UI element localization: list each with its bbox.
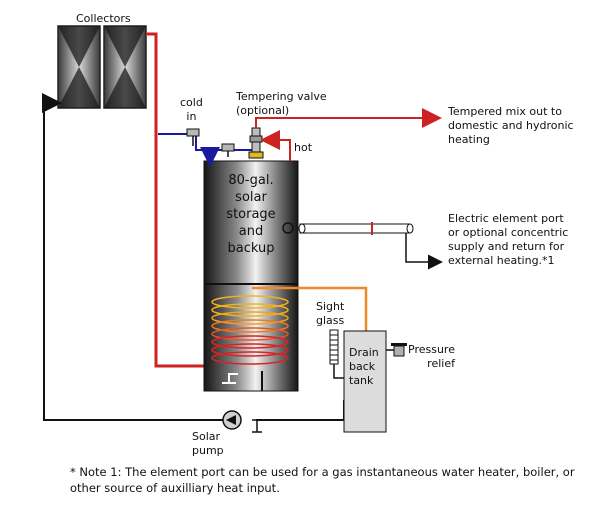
cold-valve (186, 128, 200, 137)
drain-back-tank (343, 330, 387, 433)
collector-panels (57, 25, 147, 109)
cold-pipe (158, 133, 220, 167)
hot-label: hot (294, 141, 313, 154)
sight-glass-label: Sight glass (316, 300, 345, 327)
cold-in-label: cold in (180, 96, 203, 123)
solar-pump-label: Solar pump (192, 430, 224, 457)
sight-glass (329, 329, 344, 379)
tempering-valve-label: Tempering valve (optional) (236, 90, 327, 117)
tank-label: 80-gal. solar storage and backup (226, 173, 276, 256)
return-pipe-to-tank (256, 400, 345, 421)
return-pipe (42, 93, 240, 421)
drain-back-pipe (252, 286, 368, 334)
drain-back-tank-label: Drain back tank (349, 346, 379, 387)
tempered-out-pipe (255, 108, 442, 128)
tempering-valve (248, 127, 264, 159)
cold-check-valve (221, 143, 235, 152)
collector-panel-right-shade (104, 26, 146, 108)
footnote: * Note 1: The element port can be used f… (70, 465, 575, 495)
collectors-label: Collectors (76, 12, 131, 25)
heat-exchanger-coil (211, 295, 289, 365)
pressure-relief-valve (386, 343, 407, 357)
collector-supply-pipe (146, 32, 216, 368)
cold-inlet (158, 128, 252, 167)
tempered-mix-label: Tempered mix out to domestic and hydroni… (448, 105, 574, 146)
hot-outlet-pipe (260, 130, 291, 161)
solar-pump (222, 410, 262, 433)
tank-drain-fitting (222, 373, 238, 384)
pressure-relief-label: Pressure relief (408, 343, 455, 370)
element-port (282, 222, 443, 270)
collector-panel-left-shade (58, 26, 100, 108)
element-port-label: Electric element port or optional concen… (448, 212, 569, 267)
